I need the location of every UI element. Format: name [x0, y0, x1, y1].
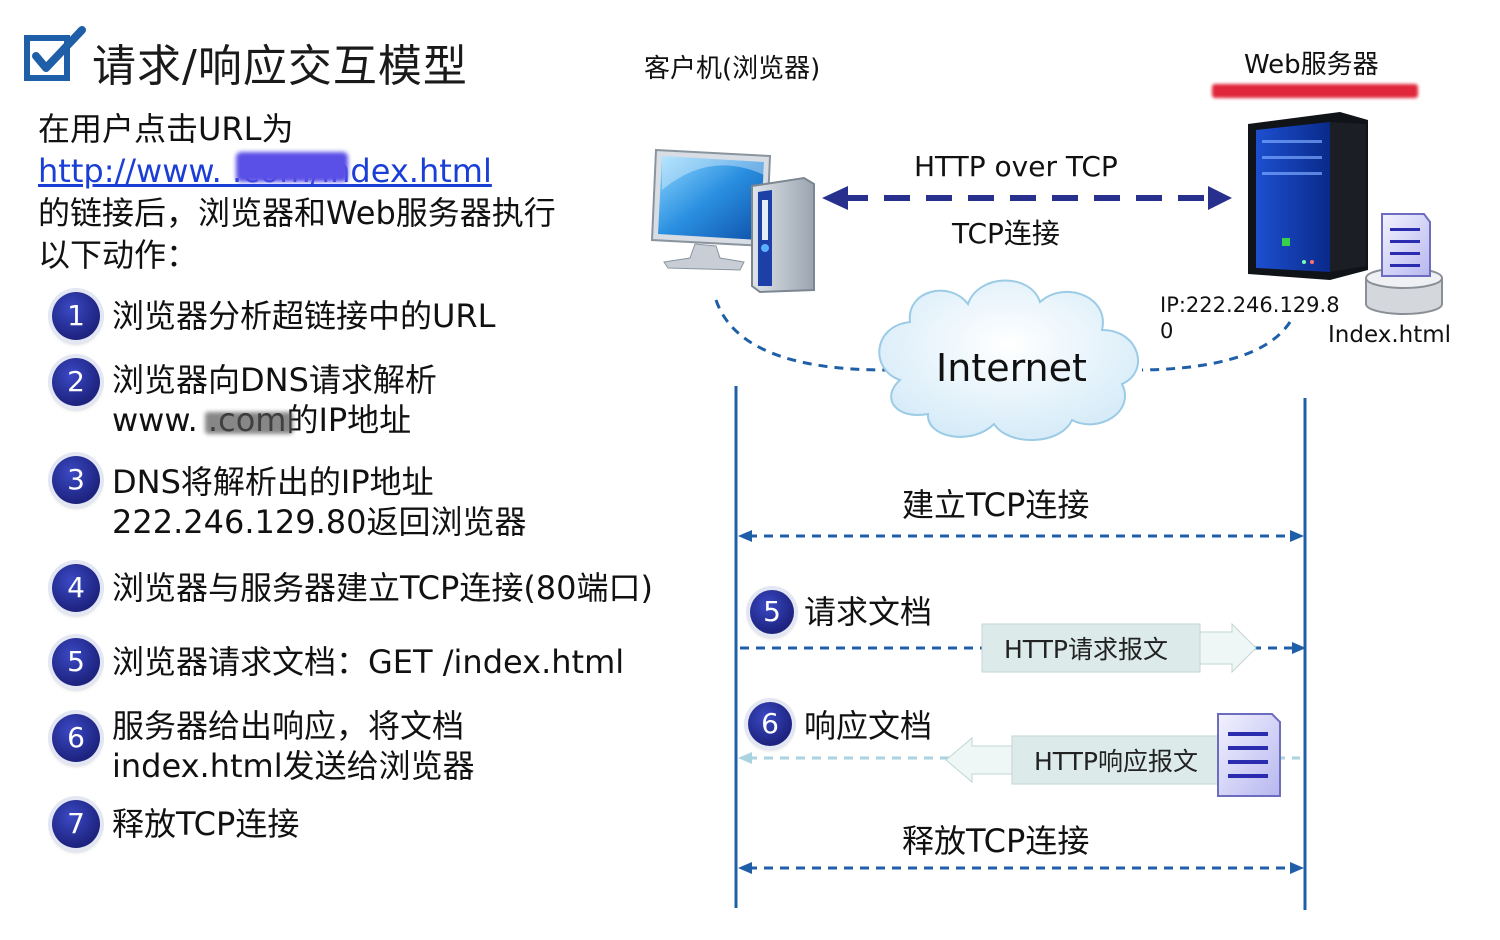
http-request-message-label: HTTP请求报文 [1004, 635, 1168, 664]
http-response-message-box [945, 735, 1223, 785]
step-number-badge: 7 [52, 800, 100, 848]
client-label: 客户机(浏览器) [644, 54, 821, 84]
step-7: 7 释放TCP连接 [52, 800, 692, 850]
establish-tcp-label: 建立TCP连接 [902, 486, 1090, 524]
step-5: 5 浏览器请求文档：GET /index.html [52, 638, 692, 688]
step-6: 6 服务器给出响应，将文档 index.html发送给浏览器 [52, 707, 692, 792]
step-1: 1 浏览器分析超链接中的URL [52, 292, 692, 342]
http-request-message-box [981, 622, 1257, 674]
redacted-domain-mark [236, 152, 348, 182]
release-tcp-arrow [738, 862, 1304, 874]
client-computer-icon [650, 148, 815, 294]
request-doc-label: 请求文档 [804, 593, 933, 631]
http-over-tcp-label: HTTP over TCP [914, 150, 1118, 183]
step-text: 浏览器分析超链接中的URL [112, 297, 496, 335]
step-4: 4 浏览器与服务器建立TCP连接(80端口) [52, 564, 712, 614]
response-step-badge: 6 [748, 702, 792, 746]
step-number-badge: 6 [52, 714, 100, 762]
step-number-badge: 2 [52, 358, 100, 406]
web-server-icon [1248, 112, 1368, 280]
redacted-server-domain-mark [1212, 84, 1418, 98]
step-text: 浏览器向DNS请求解析 [112, 361, 437, 399]
response-step: 6 响应文档 [748, 702, 968, 750]
step-3: 3 DNS将解析出的IP地址 222.246.129.80返回浏览器 [52, 456, 692, 541]
step-number-badge: 1 [52, 292, 100, 340]
request-step: 5 请求文档 [750, 590, 970, 638]
step-text: DNS将解析出的IP地址 [112, 463, 434, 501]
document-icon [1381, 213, 1431, 277]
step-text-line-2: index.html发送给浏览器 [112, 747, 475, 785]
page-title: 请求/响应交互模型 [92, 41, 468, 92]
server-cloud-link [1141, 321, 1292, 372]
step-number-badge: 5 [52, 638, 100, 686]
client-cloud-link [714, 299, 887, 372]
step-text: 浏览器与服务器建立TCP连接(80端口) [112, 569, 654, 607]
step-text: 浏览器请求文档：GET /index.html [112, 643, 625, 681]
intro-line-4: 以下动作： [38, 236, 199, 274]
step-text: 释放TCP连接 [112, 805, 300, 843]
release-tcp-label: 释放TCP连接 [902, 822, 1090, 860]
internet-cloud-icon [878, 279, 1139, 441]
index-file-label: Index.html [1328, 322, 1452, 348]
redacted-domain-mark [205, 412, 293, 434]
intro-line-1: 在用户点击URL为 [38, 110, 294, 148]
step-text: 服务器给出响应，将文档 [112, 707, 465, 745]
step-number-badge: 4 [52, 564, 100, 612]
tcp-connection-label: TCP连接 [952, 217, 1060, 250]
step-number-badge: 3 [52, 456, 100, 504]
step-text-line-2: 222.246.129.80返回浏览器 [112, 503, 527, 541]
http-over-tcp-arrow [822, 186, 1232, 210]
internet-label: Internet [936, 346, 1087, 390]
response-doc-label: 响应文档 [804, 707, 933, 745]
request-step-badge: 5 [750, 590, 794, 634]
server-ip-label: IP:222.246.129.8 0 [1160, 293, 1340, 343]
establish-tcp-arrow [738, 530, 1304, 542]
response-document-icon [1217, 713, 1281, 797]
intro-line-3: 的链接后，浏览器和Web服务器执行 [38, 194, 556, 232]
checkbox-icon [24, 26, 86, 81]
http-response-message-label: HTTP响应报文 [1034, 747, 1198, 776]
server-label: Web服务器 [1244, 50, 1379, 80]
